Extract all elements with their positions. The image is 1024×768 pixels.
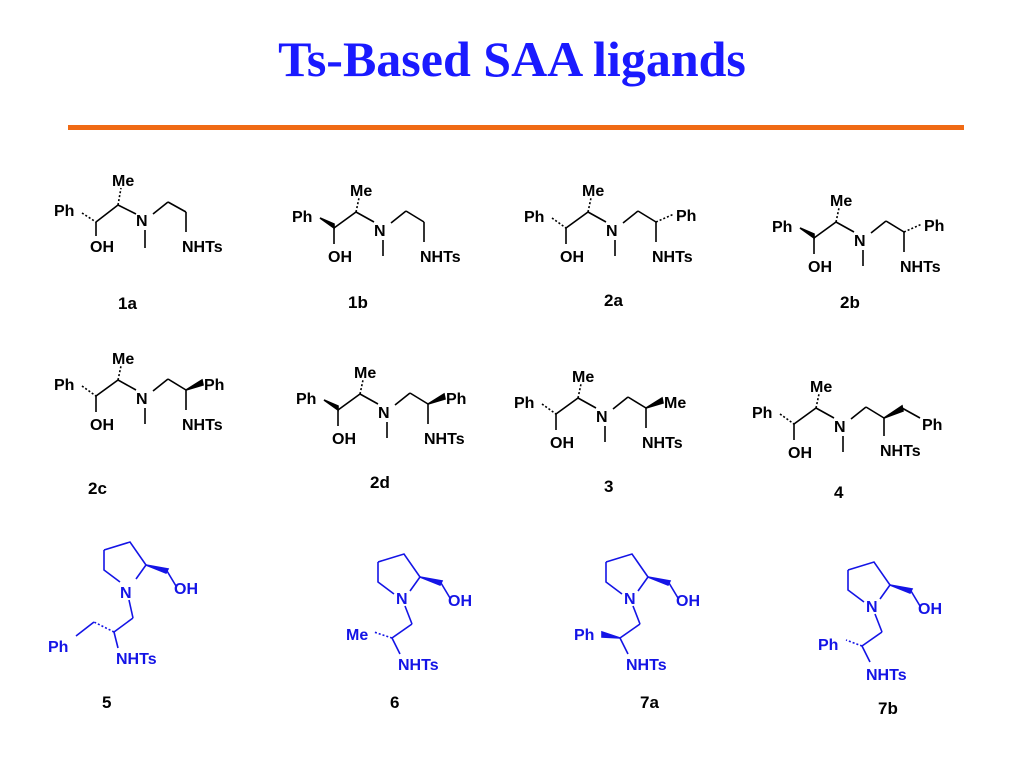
atom-ph: Ph — [292, 209, 312, 226]
atom-oh: OH — [328, 249, 352, 266]
atom-oh: OH — [90, 417, 114, 434]
atom-oh: OH — [90, 239, 114, 256]
atom-nhts: NHTs — [642, 435, 683, 452]
atom-n: N — [378, 405, 390, 422]
atom-ph: Ph — [446, 391, 466, 408]
atom-nhts: NHTs — [900, 259, 941, 276]
atom-me: Me — [346, 627, 368, 644]
atom-oh: OH — [174, 581, 198, 598]
atom-n: N — [854, 233, 866, 250]
atom-n: N — [136, 391, 148, 408]
structure-1a: Ph OH Me N NHTs 1a — [54, 173, 223, 313]
atom-oh: OH — [332, 431, 356, 448]
atom-ph: Ph — [752, 405, 772, 422]
atom-oh: OH — [550, 435, 574, 452]
structure-7b: N OH Ph NHTs 7b — [818, 561, 942, 718]
structure-2c: Ph OH Me N Ph NHTs 2c — [54, 351, 224, 498]
atom-n: N — [120, 585, 132, 602]
label-1a: 1a — [118, 294, 137, 313]
atom-nhts: NHTs — [866, 667, 907, 684]
atom-me: Me — [810, 379, 832, 396]
orange-divider — [68, 125, 964, 130]
atom-n: N — [606, 223, 618, 240]
atom-me: Me — [112, 173, 134, 190]
atom-oh: OH — [676, 593, 700, 610]
label-4: 4 — [834, 483, 844, 502]
atom-nhts: NHTs — [116, 651, 157, 668]
label-2b: 2b — [840, 293, 860, 312]
label-2a: 2a — [604, 291, 623, 310]
atom-nhts: NHTs — [398, 657, 439, 674]
atom-me: Me — [830, 193, 852, 210]
label-1b: 1b — [348, 293, 368, 312]
slide-title: Ts-Based SAA ligands — [278, 31, 746, 87]
atom-oh: OH — [788, 445, 812, 462]
atom-oh: OH — [448, 593, 472, 610]
atom-ph: Ph — [54, 203, 74, 220]
atom-nhts: NHTs — [182, 417, 223, 434]
atom-me: Me — [350, 183, 372, 200]
atom-nhts: NHTs — [424, 431, 465, 448]
structure-3: Ph OH Me N Me NHTs 3 — [514, 369, 686, 496]
structure-2d: Ph OH Me N Ph NHTs 2d — [296, 365, 466, 492]
atom-ph: Ph — [48, 639, 68, 656]
label-6: 6 — [390, 693, 399, 712]
atom-n: N — [624, 591, 636, 608]
atom-nhts: NHTs — [182, 239, 223, 256]
structure-1b: Ph OH Me N NHTs 1b — [292, 183, 461, 312]
atom-oh: OH — [808, 259, 832, 276]
atom-ph: Ph — [204, 377, 224, 394]
structure-4: Ph OH Me N Ph NHTs 4 — [752, 379, 942, 502]
label-3: 3 — [604, 477, 613, 496]
structure-6: N OH Me NHTs 6 — [346, 553, 472, 712]
atom-me: Me — [112, 351, 134, 368]
structure-5: N OH Ph NHTs 5 — [48, 541, 198, 712]
atom-nhts: NHTs — [880, 443, 921, 460]
label-2d: 2d — [370, 473, 390, 492]
atom-ph: Ph — [676, 208, 696, 225]
atom-n: N — [834, 419, 846, 436]
structure-2a: Ph OH Me N Ph NHTs 2a — [524, 183, 696, 310]
label-7a: 7a — [640, 693, 659, 712]
atom-n: N — [374, 223, 386, 240]
label-2c: 2c — [88, 479, 107, 498]
atom-oh: OH — [918, 601, 942, 618]
atom-me: Me — [582, 183, 604, 200]
atom-me: Me — [664, 395, 686, 412]
atom-ph: Ph — [772, 219, 792, 236]
atom-me: Me — [354, 365, 376, 382]
atom-oh: OH — [560, 249, 584, 266]
atom-me: Me — [572, 369, 594, 386]
atom-n: N — [136, 213, 148, 230]
atom-n: N — [596, 409, 608, 426]
atom-ph: Ph — [574, 627, 594, 644]
atom-ph: Ph — [524, 209, 544, 226]
label-7b: 7b — [878, 699, 898, 718]
atom-nhts: NHTs — [626, 657, 667, 674]
label-5: 5 — [102, 693, 111, 712]
atom-ph: Ph — [924, 218, 944, 235]
atom-ph: Ph — [922, 417, 942, 434]
structure-2b: Ph OH Me N Ph NHTs 2b — [772, 193, 944, 312]
atom-ph: Ph — [296, 391, 316, 408]
atom-ph: Ph — [514, 395, 534, 412]
atom-nhts: NHTs — [420, 249, 461, 266]
atom-nhts: NHTs — [652, 249, 693, 266]
structure-7a: N OH Ph NHTs 7a — [574, 553, 700, 712]
atom-ph: Ph — [54, 377, 74, 394]
atom-n: N — [866, 599, 878, 616]
atom-n: N — [396, 591, 408, 608]
atom-ph: Ph — [818, 637, 838, 654]
